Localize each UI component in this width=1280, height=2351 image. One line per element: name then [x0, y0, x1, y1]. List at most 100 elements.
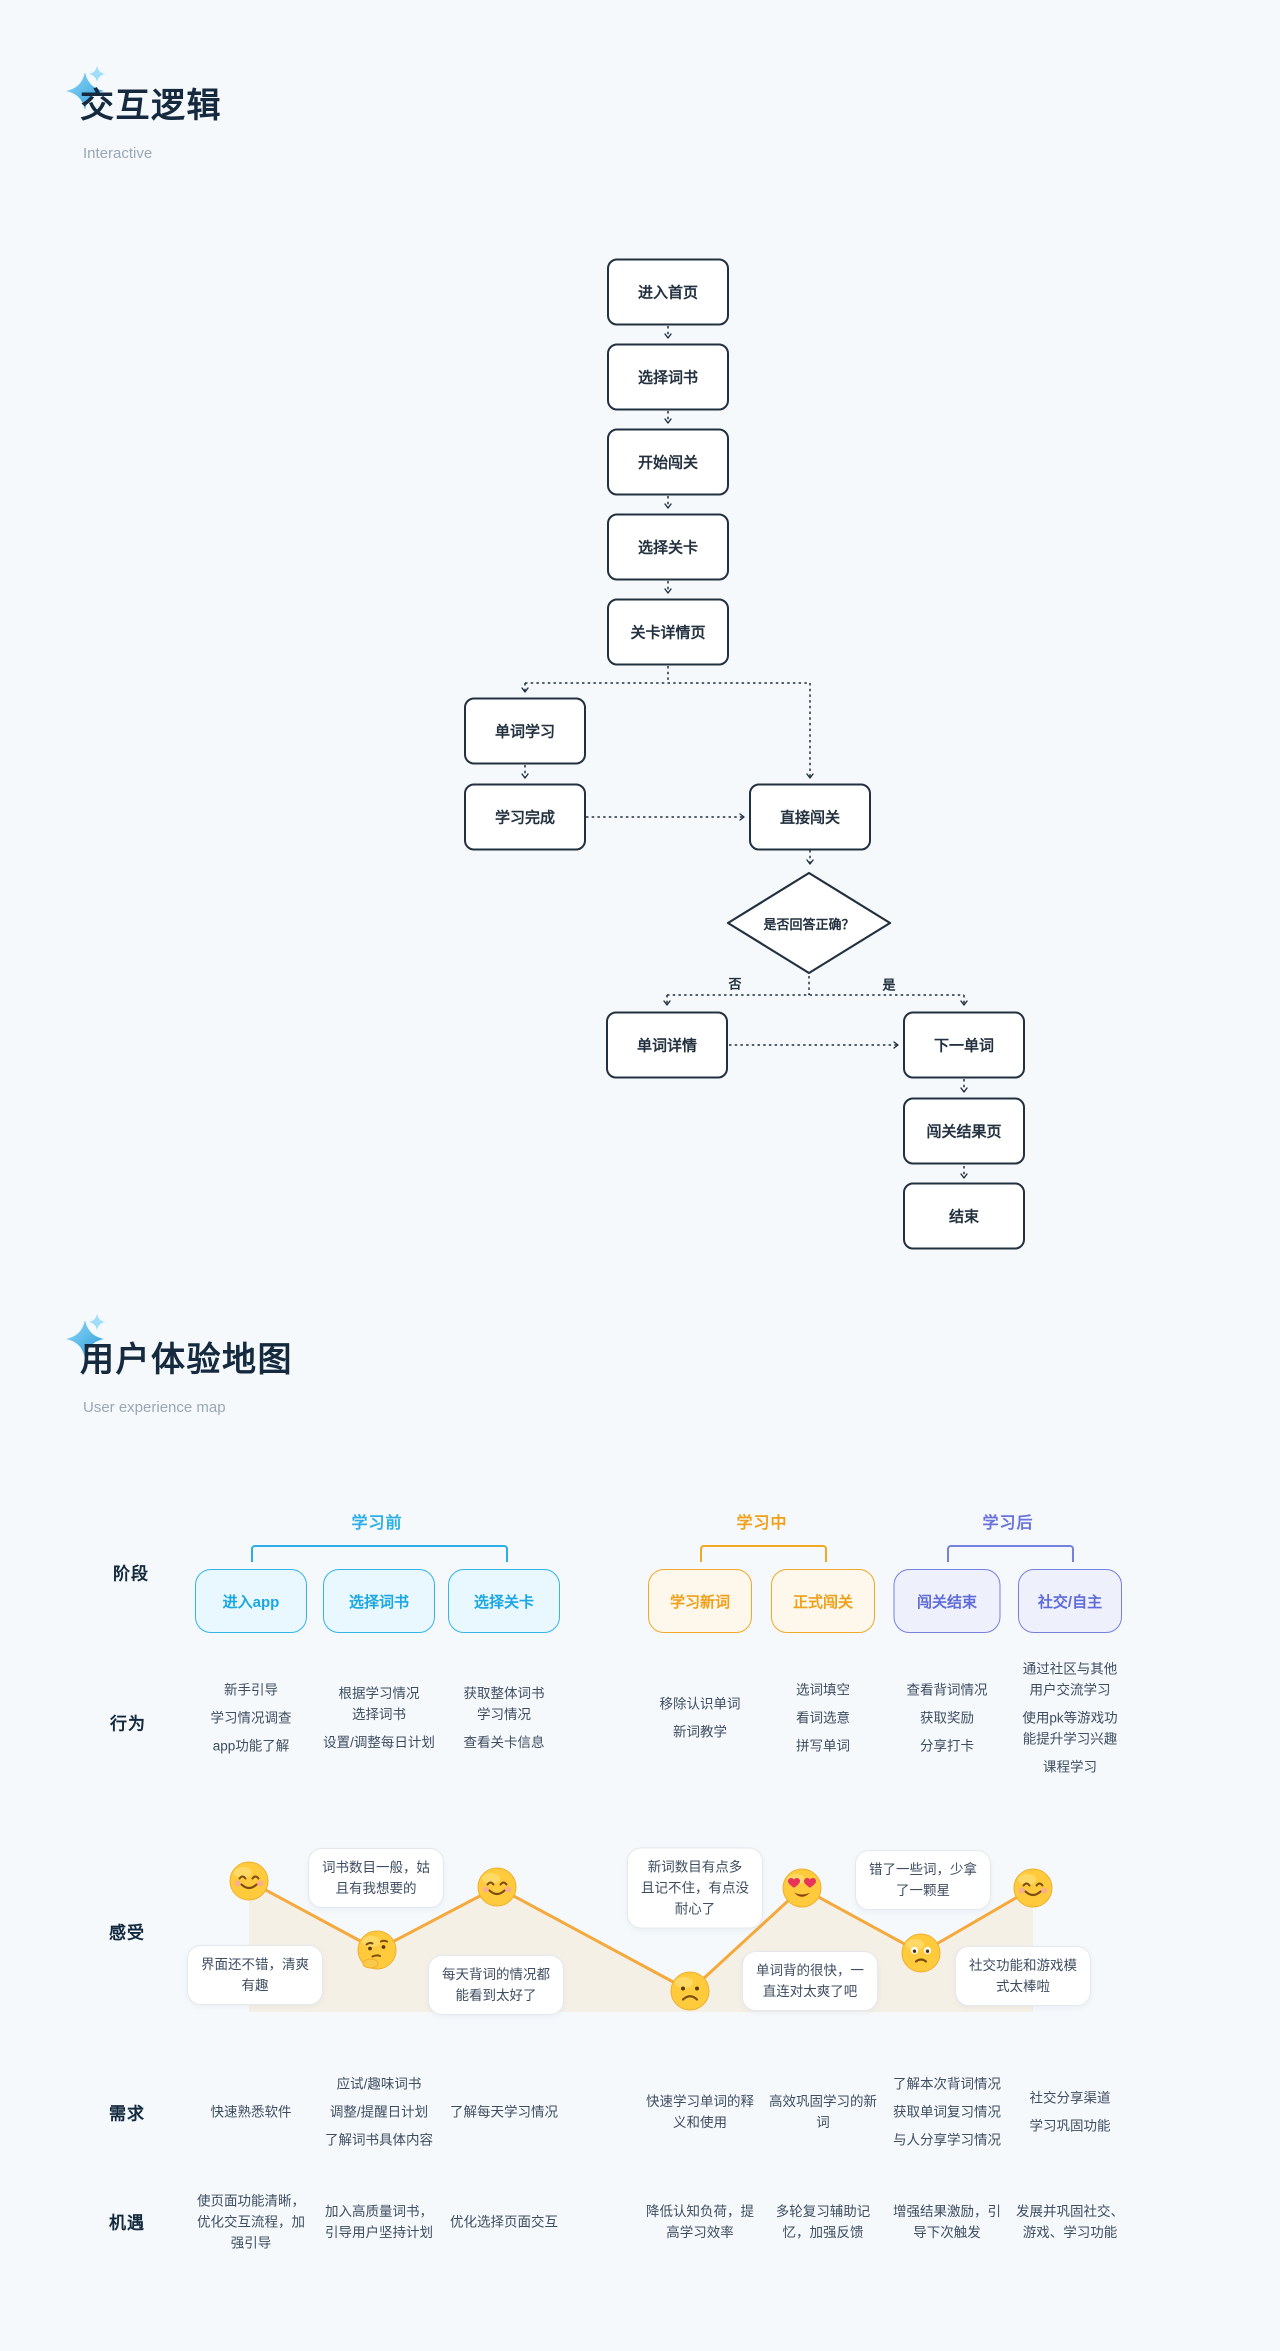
feeling-bubble-3: 每天背词的情况都 能看到太好了	[428, 1955, 564, 2015]
stage-box-5: 正式闯关	[771, 1569, 875, 1633]
behaviors-col-1: 新手引导学习情况调查 app功能了解	[183, 1680, 319, 1757]
need-item: 调整/提醒日计划	[329, 2104, 429, 2120]
emoji-heart-eyes-icon	[782, 1868, 822, 1908]
phase-bracket-after	[947, 1545, 1074, 1562]
behavior-item: 选词填空	[796, 1682, 850, 1698]
flow-node-label: 选择关卡	[637, 539, 698, 557]
sparkle-icon	[64, 1312, 110, 1367]
needs-col-4: 快速学习单词的释 义和使用	[632, 2091, 768, 2133]
flow-node-word-detail: 单词详情	[606, 1011, 728, 1079]
row-label-feeling: 感受	[109, 1923, 145, 1943]
needs-col-6: 了解本次背词情况获取单词复习情况与人分享学习情况	[879, 2074, 1015, 2151]
opportunities-col-2: 加入高质量词书， 引导用户坚持计划	[311, 2201, 447, 2243]
opportunity-item: 降低认知负荷，提 高学习效率	[646, 2204, 754, 2240]
behaviors-col-5: 选词填空看词选意拼写单词	[755, 1680, 891, 1757]
behaviors-col-4: 移除认识单词新词教学	[632, 1694, 768, 1743]
row-label-behavior: 行为	[110, 1714, 146, 1734]
behavior-item: 获取整体词书 学习情况	[463, 1686, 545, 1722]
flow-node-label: 单词学习	[494, 723, 555, 741]
branch-label-no: 否	[728, 976, 742, 992]
opportunities-col-6: 增强结果激励，引 导下次触发	[879, 2201, 1015, 2243]
behavior-item: 获取奖励	[920, 1710, 974, 1726]
flow-node-next-word: 下一单词	[903, 1011, 1025, 1079]
need-item: 获取单词复习情况	[893, 2104, 1001, 2120]
behavior-item: 查看关卡信息	[463, 1735, 545, 1750]
needs-col-3: 了解每天学习情况	[436, 2102, 572, 2123]
opportunities-col-7: 发展并巩固社交、 游戏、学习功能	[1002, 2201, 1138, 2243]
flow-node-learning-done: 学习完成	[464, 783, 586, 851]
emoji-smiling-blush-icon	[1013, 1868, 1053, 1908]
flow-node-direct-challenge: 直接闯关	[749, 783, 871, 851]
stage-box-3: 选择关卡	[448, 1569, 560, 1633]
ux-section-subtitle: User experience map	[83, 1399, 226, 1416]
behaviors-col-3: 获取整体词书 学习情况查看关卡信息	[436, 1683, 572, 1753]
need-item: 高效巩固学习的新 词	[769, 2094, 877, 2130]
behaviors-col-7: 通过社区与其他 用户交流学习使用pk等游戏功 能提升学习兴趣课程学习	[1002, 1659, 1138, 1778]
flow-node-label: 闯关结果页	[926, 1123, 1002, 1141]
emoji-thinking-icon	[357, 1930, 397, 1970]
feeling-bubble-2: 词书数目一般，姑 且有我想要的	[308, 1848, 444, 1908]
opportunity-item: 优化选择页面交互	[450, 2214, 558, 2230]
flow-node-label: 下一单词	[933, 1037, 994, 1055]
behavior-item: app功能了解	[212, 1738, 290, 1754]
row-label-opportunity: 机遇	[109, 2213, 145, 2233]
behavior-item: 课程学习	[1043, 1759, 1097, 1775]
opportunities-col-3: 优化选择页面交互	[436, 2212, 572, 2233]
need-item: 与人分享学习情况	[893, 2132, 1001, 2148]
opportunity-item: 多轮复习辅助记 忆，加强反馈	[775, 2204, 871, 2240]
stage-box-2: 选择词书	[323, 1569, 435, 1633]
sparkle-icon	[64, 64, 110, 119]
feeling-bubble-1: 界面还不错，清爽 有趣	[187, 1945, 323, 2005]
row-label-stage: 阶段	[113, 1564, 149, 1584]
feeling-bubble-4: 新词数目有点多 且记不住，有点没 耐心了	[627, 1847, 763, 1929]
behavior-item: 根据学习情况 选择词书	[338, 1686, 420, 1722]
behavior-item: 设置/调整每日计划	[323, 1735, 435, 1750]
feeling-bubble-6: 错了一些词，少拿 了一颗星	[855, 1850, 991, 1910]
flow-node-word-learning: 单词学习	[464, 697, 586, 765]
flow-section-subtitle: Interactive	[83, 145, 153, 162]
opportunity-item: 使页面功能清晰， 优化交互流程，加 强引导	[197, 2193, 305, 2251]
flow-node-label: 是否回答正确？	[763, 916, 855, 932]
opportunities-col-4: 降低认知负荷，提 高学习效率	[632, 2201, 768, 2243]
flow-node-label: 学习完成	[494, 809, 555, 827]
need-item: 了解每天学习情况	[450, 2104, 558, 2120]
flow-node-label: 直接闯关	[779, 809, 840, 827]
behaviors-col-6: 查看背词情况获取奖励分享打卡	[879, 1680, 1015, 1757]
behaviors-col-2: 根据学习情况 选择词书设置/调整每日计划	[311, 1683, 447, 1753]
flow-node-label: 结束	[948, 1208, 979, 1226]
flow-node-level-detail: 关卡详情页	[607, 598, 729, 666]
need-item: 应试/趣味词书	[336, 2076, 422, 2092]
flow-section-title: 交互逻辑	[80, 87, 222, 125]
emoji-worried-icon	[901, 1933, 941, 1973]
phase-bracket-before	[251, 1545, 508, 1562]
flow-node-label: 选择词书	[637, 369, 698, 387]
flow-node-enter-home: 进入首页	[607, 258, 729, 326]
branch-label-yes: 是	[882, 977, 896, 993]
need-item: 社交分享渠道	[1029, 2090, 1111, 2106]
row-label-need: 需求	[109, 2104, 145, 2124]
flow-node-start-challenge: 开始闯关	[607, 428, 729, 496]
opportunity-item: 加入高质量词书， 引导用户坚持计划	[325, 2204, 433, 2240]
opportunities-col-5: 多轮复习辅助记 忆，加强反馈	[755, 2201, 891, 2243]
opportunities-col-1: 使页面功能清晰， 优化交互流程，加 强引导	[183, 2191, 319, 2254]
need-item: 快速熟悉软件	[210, 2104, 292, 2120]
flow-node-label: 开始闯关	[637, 454, 698, 472]
behavior-item: 学习情况调查	[210, 1710, 292, 1726]
behavior-item: 拼写单词	[796, 1738, 850, 1754]
emoji-sad-icon	[670, 1971, 710, 2011]
ux-section-title: 用户体验地图	[80, 1341, 293, 1379]
flow-node-choose-book: 选择词书	[607, 343, 729, 411]
flow-node-choose-level: 选择关卡	[607, 513, 729, 581]
behavior-item: 新手引导	[224, 1682, 278, 1698]
need-item: 了解词书具体内容	[325, 2132, 433, 2148]
emoji-smiling-blush-icon	[477, 1867, 517, 1907]
feeling-bubble-7: 社交功能和游戏模 式太棒啦	[955, 1946, 1091, 2006]
behavior-item: 通过社区与其他 用户交流学习	[1022, 1661, 1118, 1698]
feeling-bubble-5: 单词背的很快，一 直连对太爽了吧	[742, 1951, 878, 2011]
phase-label-after-learning: 学习后	[982, 1515, 1034, 1532]
behavior-item: 新词教学	[673, 1724, 727, 1740]
stage-box-6: 闯关结束	[893, 1569, 1001, 1633]
